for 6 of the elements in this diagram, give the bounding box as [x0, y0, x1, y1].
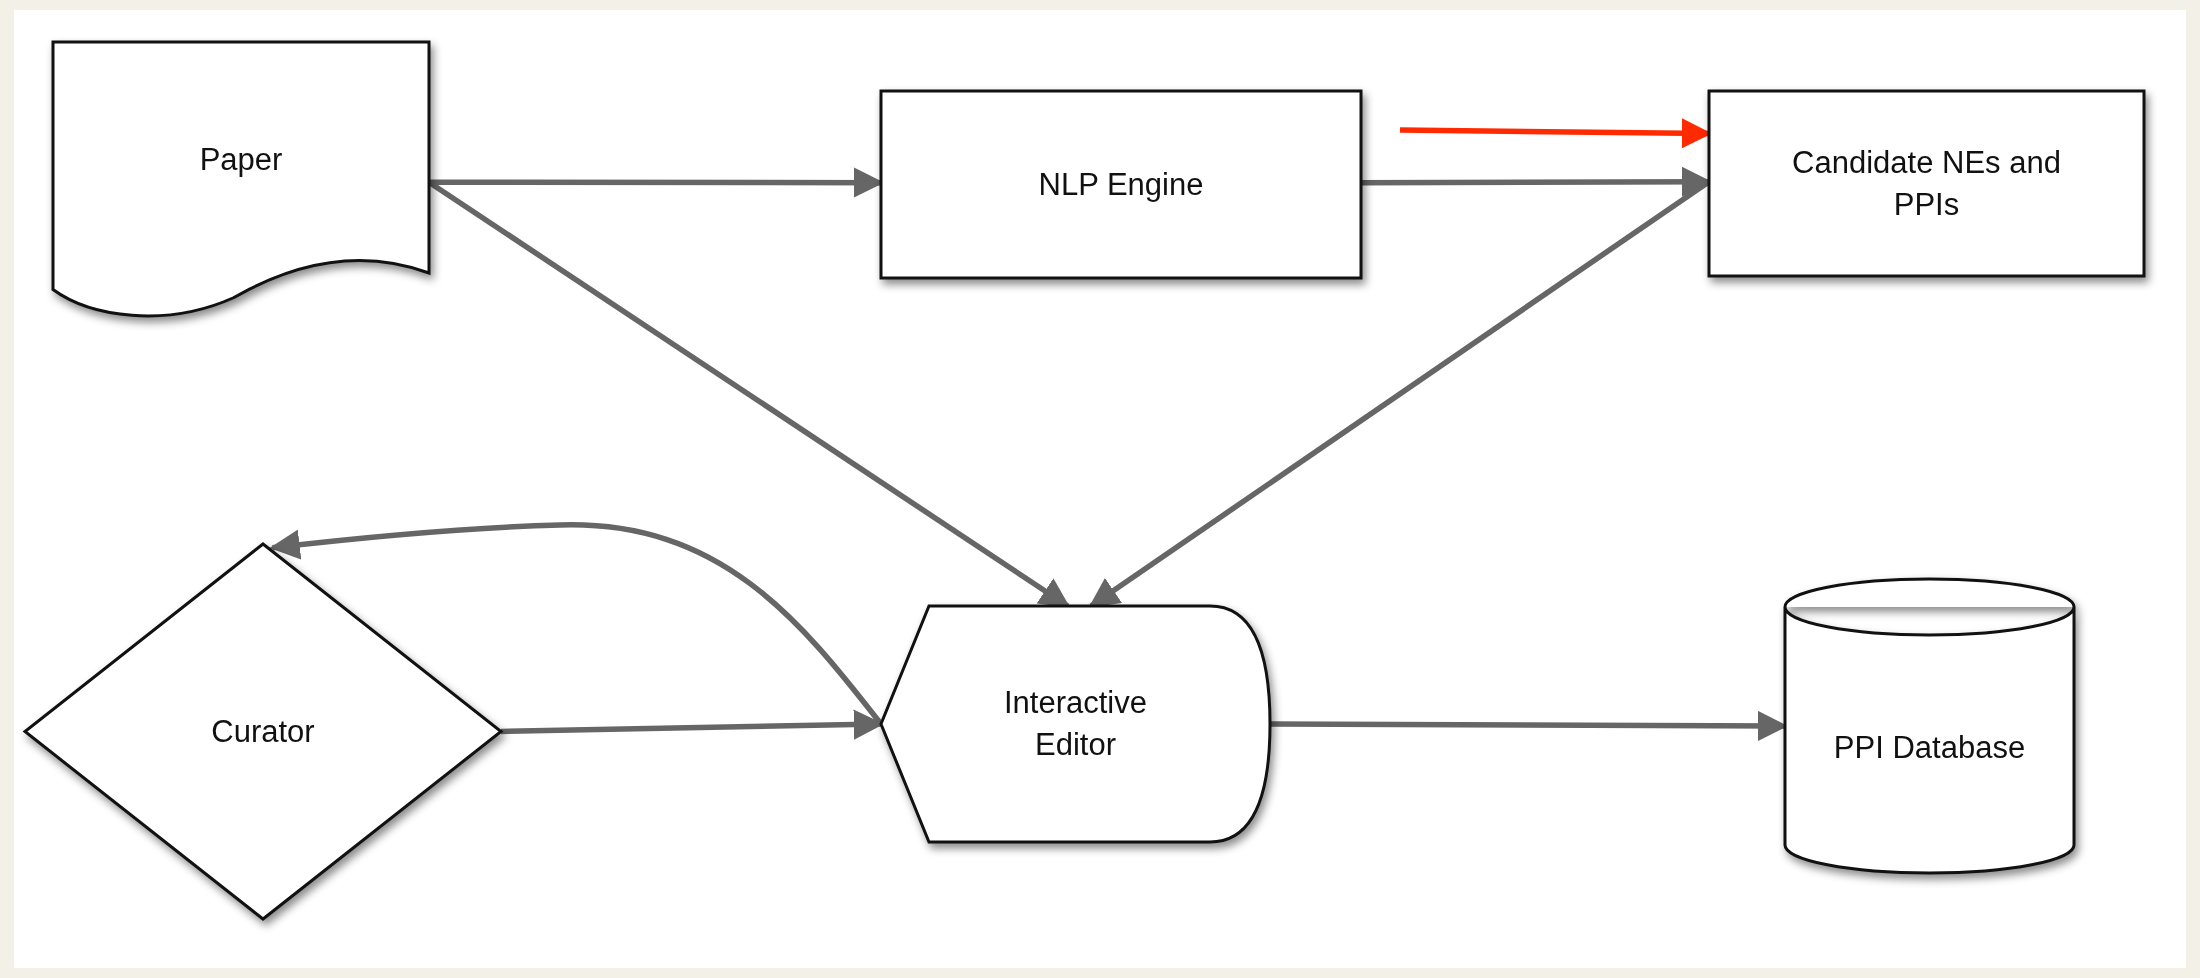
node-label: Candidate NEs and PPIs: [1791, 143, 2062, 224]
node-label: NLP Engine: [1037, 165, 1205, 204]
node-label: Paper: [198, 140, 284, 179]
node-label: PPI Database: [1832, 729, 2027, 768]
node-label: Curator: [210, 712, 316, 751]
node-label: Interactive Editor: [1003, 684, 1148, 764]
